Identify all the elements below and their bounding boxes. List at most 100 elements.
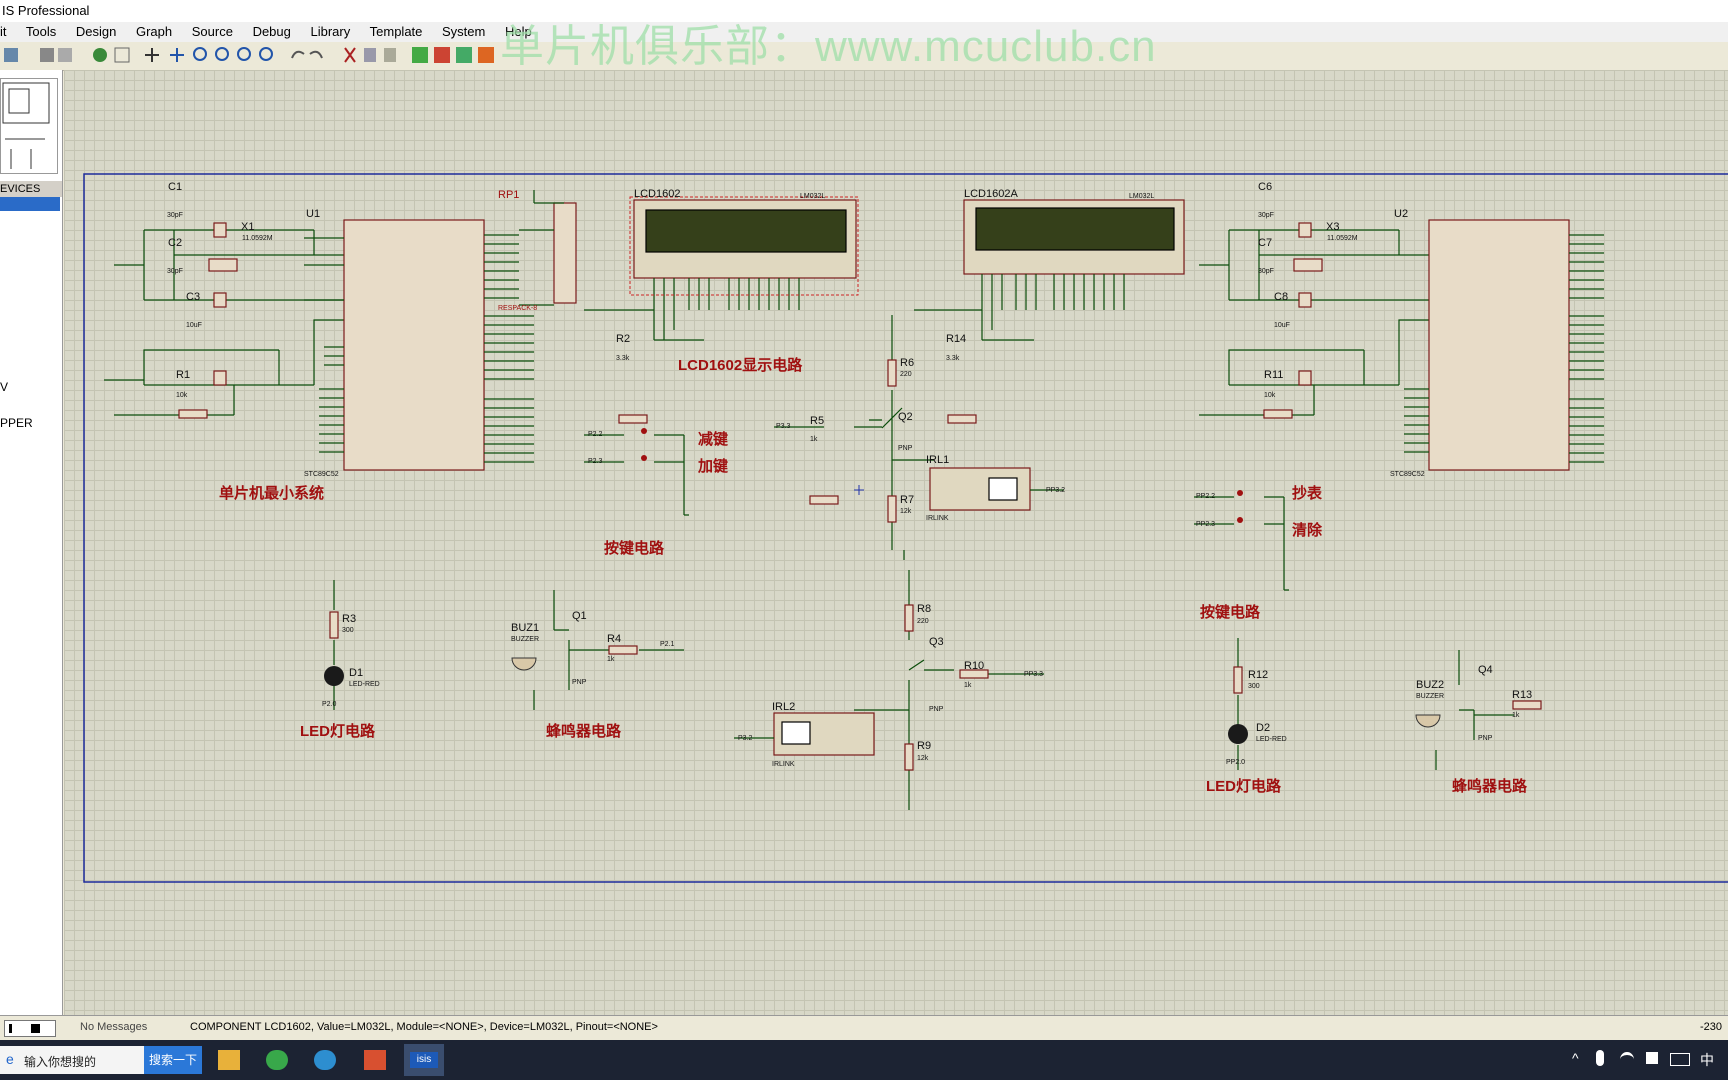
menu-help[interactable]: Help	[504, 24, 532, 39]
microphone-icon[interactable]	[1596, 1050, 1604, 1066]
volume-icon[interactable]	[1646, 1052, 1658, 1064]
menu-edit[interactable]: it	[0, 24, 7, 39]
redo-icon[interactable]	[309, 50, 323, 59]
isis-taskbar-button[interactable]: isis	[404, 1044, 444, 1076]
zoom-out-icon[interactable]	[215, 47, 229, 61]
r10-resistor[interactable]	[959, 669, 989, 679]
menu-system[interactable]: System	[442, 24, 486, 39]
taskbar-search-box[interactable]: e 输入你想搜的	[0, 1046, 144, 1074]
tray-chevron-icon[interactable]: ^	[1572, 1050, 1579, 1066]
cut-icon[interactable]	[344, 47, 356, 63]
print-icon[interactable]	[40, 48, 54, 62]
search-app-icon[interactable]	[314, 1050, 336, 1070]
paste-icon[interactable]	[384, 48, 396, 62]
taskbar-search-input[interactable]: 输入你想搜的	[24, 1055, 97, 1069]
value-r12: 300	[1248, 683, 1260, 690]
zoom-all-icon[interactable]	[237, 47, 251, 61]
buz1-buzzer[interactable]	[511, 657, 537, 671]
overview-window[interactable]	[0, 78, 58, 174]
copy-icon[interactable]	[364, 48, 376, 62]
value-r5: 1k	[810, 436, 818, 443]
r6-resistor[interactable]	[887, 359, 897, 387]
button-inc[interactable]	[641, 455, 647, 461]
keyboard-icon[interactable]	[1670, 1053, 1690, 1066]
save-icon[interactable]	[4, 48, 18, 62]
file-explorer-icon[interactable]	[218, 1050, 240, 1070]
r5-resistor[interactable]	[809, 495, 839, 505]
d1-led[interactable]	[324, 666, 344, 686]
wifi-icon[interactable]	[1620, 1052, 1634, 1067]
r3-resistor[interactable]	[329, 611, 339, 639]
button-dec[interactable]	[641, 428, 647, 434]
r12-resistor[interactable]	[1233, 666, 1243, 694]
ime-indicator[interactable]: 中	[1700, 1052, 1714, 1068]
schematic[interactable]: 单片机最小系统 LCD1602显示电路 按键电路 按键电路 LED灯电路 LED…	[64, 70, 1728, 1015]
value-r1: 10k	[176, 392, 188, 399]
r4-resistor[interactable]	[608, 645, 638, 655]
label-q1: Q1	[572, 610, 587, 622]
device-item[interactable]: V	[0, 380, 9, 394]
u2-mcu-body[interactable]	[1428, 219, 1570, 471]
grid-icon[interactable]	[114, 47, 130, 63]
c3-capacitor[interactable]	[213, 370, 227, 386]
r13-resistor[interactable]	[1512, 700, 1542, 710]
menu-tools[interactable]: Tools	[25, 24, 57, 39]
origin-icon[interactable]	[145, 48, 159, 62]
c6-capacitor[interactable]	[1298, 222, 1312, 238]
rp1-body[interactable]	[553, 202, 577, 304]
c7-capacitor[interactable]	[1298, 292, 1312, 308]
stop-icon[interactable]	[31, 1024, 40, 1033]
device-selected[interactable]	[0, 197, 60, 211]
menu-source[interactable]: Source	[191, 24, 233, 39]
zoom-in-icon[interactable]	[193, 47, 207, 61]
zoom-area-icon[interactable]	[259, 47, 273, 61]
r8-resistor[interactable]	[904, 604, 914, 632]
pan-icon[interactable]	[170, 48, 184, 62]
toolbar-icons[interactable]	[0, 42, 620, 70]
r2-resistor[interactable]	[618, 414, 648, 424]
d2-led[interactable]	[1228, 724, 1248, 744]
button-clear[interactable]	[1237, 517, 1243, 523]
label-r11: R11	[1264, 369, 1283, 381]
menu-debug[interactable]: Debug	[252, 24, 291, 39]
block-rotate-icon[interactable]	[456, 47, 472, 63]
r14-resistor[interactable]	[947, 414, 977, 424]
c8-capacitor[interactable]	[1298, 370, 1312, 386]
buz2-buzzer[interactable]	[1415, 714, 1441, 728]
schematic-canvas[interactable]: 单片机最小系统 LCD1602显示电路 按键电路 按键电路 LED灯电路 LED…	[64, 70, 1728, 1015]
undo-icon[interactable]	[291, 50, 305, 59]
c2-capacitor[interactable]	[213, 292, 227, 308]
label-r2: R2	[616, 333, 630, 345]
menu-graph[interactable]: Graph	[135, 24, 173, 39]
block-delete-icon[interactable]	[478, 47, 494, 63]
c1-capacitor[interactable]	[213, 222, 227, 238]
taskbar-search-button[interactable]: 搜索一下	[144, 1046, 202, 1074]
pause-icon[interactable]	[9, 1024, 12, 1033]
r7-resistor[interactable]	[887, 495, 897, 523]
r11-resistor[interactable]	[1263, 409, 1293, 419]
value-c1: 30pF	[167, 212, 183, 219]
caption-mcu-min: 单片机最小系统	[219, 484, 324, 502]
page-icon[interactable]	[58, 48, 72, 62]
device-item[interactable]: PPER	[0, 416, 33, 430]
r1-resistor[interactable]	[178, 409, 208, 419]
label-q3: Q3	[929, 636, 944, 648]
menu-library[interactable]: Library	[310, 24, 351, 39]
value-r6: 220	[900, 371, 912, 378]
label-r1: R1	[176, 369, 190, 381]
browser-icon[interactable]	[266, 1050, 288, 1070]
ie-icon: e	[6, 1051, 14, 1067]
simulation-controls[interactable]	[4, 1020, 56, 1037]
refresh-icon[interactable]	[93, 48, 107, 62]
menu-template[interactable]: Template	[369, 24, 423, 39]
button-read[interactable]	[1237, 490, 1243, 496]
caption-led-2: LED灯电路	[1206, 777, 1282, 795]
u1-mcu-body[interactable]	[343, 219, 485, 471]
menu-design[interactable]: Design	[75, 24, 117, 39]
media-app-icon[interactable]	[364, 1050, 386, 1070]
x3-crystal[interactable]	[1293, 258, 1323, 272]
block-copy-icon[interactable]	[412, 47, 428, 63]
x1-crystal[interactable]	[208, 258, 238, 272]
block-move-icon[interactable]	[434, 47, 450, 63]
r9-resistor[interactable]	[904, 743, 914, 771]
